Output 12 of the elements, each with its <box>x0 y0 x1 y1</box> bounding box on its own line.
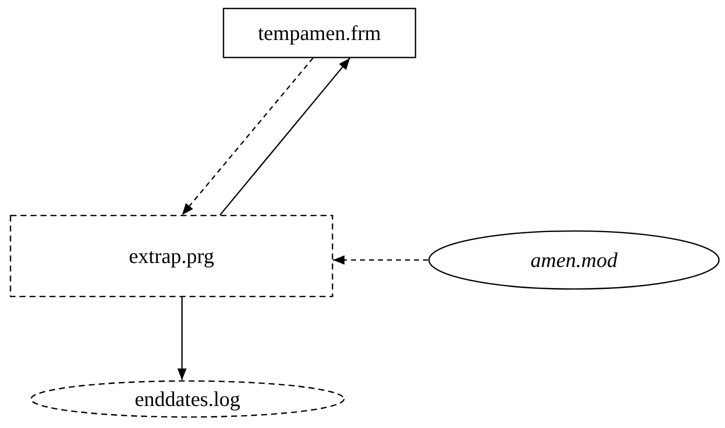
program-box <box>10 214 334 298</box>
arrow <box>333 255 428 265</box>
arrow <box>182 58 314 216</box>
log-ellipse <box>30 380 345 418</box>
node-label: extrap.prg <box>128 242 214 270</box>
node-label: enddates.log <box>134 386 240 412</box>
node-label: tempamen.frm <box>258 20 382 46</box>
arrow <box>220 58 350 216</box>
arrow <box>177 297 187 380</box>
node-label: amen.mod <box>530 246 618 274</box>
file-box <box>222 8 416 58</box>
module-ellipse <box>428 230 720 290</box>
